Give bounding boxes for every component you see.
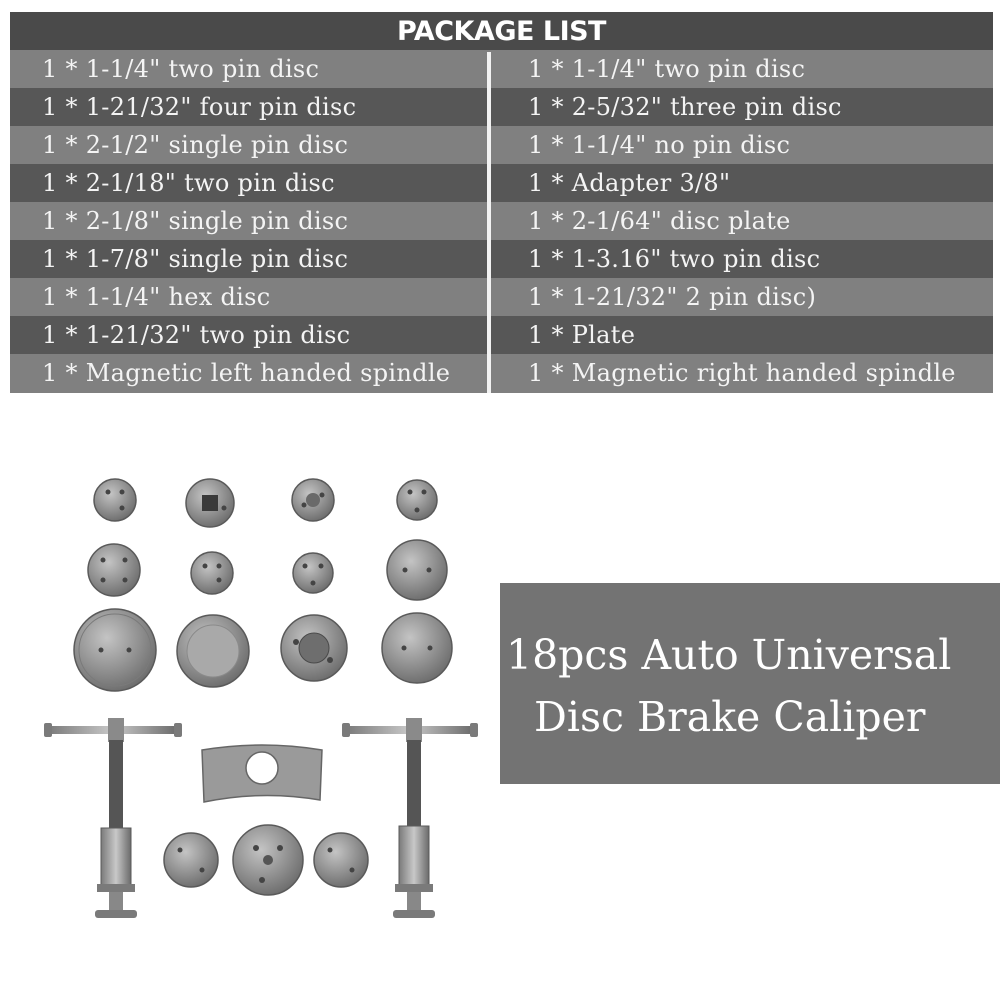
product-title-banner: 18pcs Auto Universal Disc Brake Caliper	[500, 583, 1000, 784]
package-list-title: PACKAGE LIST	[10, 12, 993, 50]
single-pin-disc-large	[73, 608, 157, 692]
banner-line-2: Disc Brake Caliper	[534, 693, 926, 741]
three-pin-disc-small	[396, 479, 438, 521]
two-pin-disc-small	[93, 478, 137, 522]
row-left-cell: 1 * 1-21/32" four pin disc	[42, 93, 357, 121]
row-left-cell: 1 * 2-1/2" single pin disc	[42, 131, 349, 159]
two-pin-disc-numbered	[291, 478, 335, 522]
row-left-cell: 1 * Magnetic left handed spindle	[42, 359, 451, 387]
row-left-cell: 1 * 1-7/8" single pin disc	[42, 245, 349, 273]
four-pin-disc	[87, 543, 141, 597]
three-pin-disc	[292, 552, 334, 594]
table-row: 1 * 2-1/2" single pin disc 1 * 1-1/4" no…	[10, 126, 993, 164]
plate	[201, 744, 323, 803]
row-right-cell: 1 * Magnetic right handed spindle	[528, 359, 956, 387]
two-pin-disc-bottom-left	[163, 832, 219, 888]
row-left-cell: 1 * 1-1/4" two pin disc	[42, 55, 320, 83]
table-row: 1 * 1-1/4" two pin disc 1 * 1-1/4" two p…	[10, 50, 993, 88]
row-right-cell: 1 * 1-21/32" 2 pin disc)	[528, 283, 817, 311]
table-row: 1 * 1-1/4" hex disc 1 * 1-21/32" 2 pin d…	[10, 278, 993, 316]
table-row: 1 * 1-21/32" two pin disc 1 * Plate	[10, 316, 993, 354]
left-handed-spindle	[44, 718, 182, 918]
row-left-cell: 1 * 2-1/8" single pin disc	[42, 207, 349, 235]
row-right-cell: 1 * 1-1/4" two pin disc	[528, 55, 806, 83]
disc-plate	[176, 614, 250, 688]
single-pin-disc	[381, 612, 453, 684]
table-row: 1 * 1-7/8" single pin disc 1 * 1-3.16" t…	[10, 240, 993, 278]
banner-line-1: 18pcs Auto Universal	[506, 631, 952, 679]
table-row: 1 * 1-21/32" four pin disc 1 * 2-5/32" t…	[10, 88, 993, 126]
two-pin-disc-mid	[190, 551, 234, 595]
two-pin-disc-large	[386, 539, 448, 601]
three-pin-disc-bottom	[232, 824, 304, 896]
two-pin-disc-bottom-right	[313, 832, 369, 888]
table-row: 1 * 2-1/18" two pin disc 1 * Adapter 3/8…	[10, 164, 993, 202]
row-right-cell: 1 * 2-5/32" three pin disc	[528, 93, 842, 121]
package-list-table: PACKAGE LIST 1 * 1-1/4" two pin disc 1 *…	[10, 12, 993, 393]
table-row: 1 * 2-1/8" single pin disc 1 * 2-1/64" d…	[10, 202, 993, 240]
adapter-disc	[280, 614, 348, 682]
row-right-cell: 1 * Adapter 3/8"	[528, 169, 731, 197]
row-right-cell: 1 * 2-1/64" disc plate	[528, 207, 791, 235]
row-right-cell: 1 * 1-1/4" no pin disc	[528, 131, 791, 159]
hex-disc	[185, 478, 235, 528]
column-divider	[487, 52, 491, 393]
table-row: 1 * Magnetic left handed spindle 1 * Mag…	[10, 354, 993, 393]
product-photo	[44, 478, 478, 918]
row-left-cell: 1 * 2-1/18" two pin disc	[42, 169, 335, 197]
right-handed-spindle	[342, 718, 478, 918]
row-left-cell: 1 * 1-1/4" hex disc	[42, 283, 271, 311]
row-left-cell: 1 * 1-21/32" two pin disc	[42, 321, 351, 349]
row-right-cell: 1 * 1-3.16" two pin disc	[528, 245, 821, 273]
row-right-cell: 1 * Plate	[528, 321, 636, 349]
